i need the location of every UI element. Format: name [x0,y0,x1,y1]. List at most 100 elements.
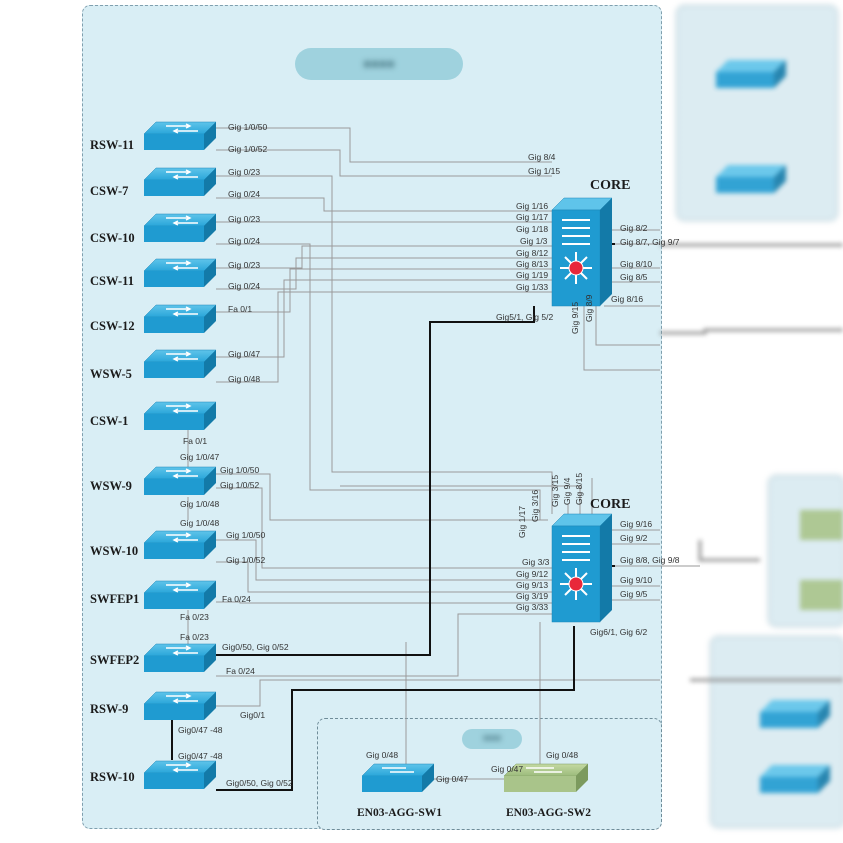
port-label: Gig 1/0/52 [228,144,267,154]
gray-link [216,487,552,569]
core-top-title: CORE [590,178,630,193]
core-port-label: Gig 8/15 [574,473,584,505]
right-green-device-1 [800,510,843,540]
access-port-labels: Gig 1/0/50 Gig 1/0/52 Gig 0/23 Gig 0/24 … [178,122,293,788]
core-port-label: Gig 8/10 [620,259,652,269]
gray-link [216,539,552,581]
gray-link [216,291,552,383]
core-port-label: Gig 1/3 [520,236,548,246]
core-port-label: Gig 8/9 [584,294,594,322]
core-port-label: Gig 8/4 [528,152,556,162]
core-port-label: Gig 8/8, Gig 9/8 [620,555,680,565]
switch-name-csw-12: CSW-12 [90,319,135,333]
agg-switch-2 [503,763,589,792]
core-port-label: Gig 9/16 [620,519,652,529]
core-port-label: Gig 9/10 [620,575,652,585]
port-label: Gig0/50, Gig 0/52 [222,642,289,652]
core-port-label: Gig 9/5 [620,589,648,599]
black-links [171,243,615,791]
right-switch-1 [716,60,786,88]
switch-icon-csw-12 [143,304,217,333]
port-label: Gig 0/24 [228,281,260,291]
gray-link [216,613,552,677]
switch-icon-wsw-10 [143,530,217,559]
gray-link [216,279,552,358]
core-port-label: Gig 1/33 [516,282,548,292]
port-label: Gig 1/0/50 [220,465,259,475]
core-port-label: Gig 3/3 [522,557,550,567]
port-label: Fa 0/23 [180,612,209,622]
port-label: Gig 1/0/50 [226,530,265,540]
blurred-label-text: ■■■■ [363,56,395,71]
core-port-label: Gig 1/18 [516,224,548,234]
core-port-label: Gig 9/15 [570,302,580,334]
core-port-label: Gig 1/16 [516,201,548,211]
switch-name-wsw-10: WSW-10 [90,544,138,558]
core-port-label: Gig 8/2 [620,223,648,233]
gray-link [216,127,552,163]
switch-icon-wsw-5 [143,349,217,378]
port-label: Gig 1/0/52 [226,555,265,565]
core-port-label: Gig5/1, Gig 5/2 [496,312,553,322]
core-port-label: Gig 9/2 [620,533,648,543]
core-port-label: Gig6/1, Gig 6/2 [590,627,647,637]
core-port-label: Gig 8/16 [611,294,643,304]
port-label: Gig 1/0/47 [180,452,219,462]
gray-link [216,473,548,521]
agg-switch-1-name: EN03-AGG-SW1 [357,807,442,819]
core-port-label: Gig 1/17 [516,212,548,222]
core-port-label: Gig 8/13 [516,259,548,269]
core-port-label: Gig 3/33 [516,602,548,612]
port-label: Gig0/47 -48 [178,725,223,735]
core-switch-top [551,197,613,307]
port-label: Gig 1/0/48 [180,518,219,528]
right-switch-4 [760,765,830,793]
gray-link [216,561,552,593]
switch-name-csw-7: CSW-7 [90,184,128,198]
core-port-label: Gig 9/12 [516,569,548,579]
port-label: Gig0/50, Gig 0/52 [226,778,293,788]
switch-icon-rsw-11 [143,121,217,150]
switch-icon-rsw-10 [143,760,217,789]
gray-link [216,257,552,290]
port-label: Gig 0/24 [228,189,260,199]
switch-name-wsw-5: WSW-5 [90,367,132,381]
switch-icon-csw-1 [143,401,217,430]
port-label: Gig 1/0/48 [180,499,219,509]
core-port-label: Gig 9/13 [516,580,548,590]
core-port-label: Gig 8/12 [516,248,548,258]
port-label: Gig 0/24 [228,236,260,246]
port-label: Gig 0/23 [228,260,260,270]
switch-name-csw-1: CSW-1 [90,414,128,428]
switch-icon-wsw-9 [143,466,217,495]
switch-name-swfep1: SWFEP1 [90,592,139,606]
core-switch-bottom [551,513,613,623]
core-top-port-labels: Gig 8/4 Gig 1/15 Gig 1/16 Gig 1/17 Gig 1… [496,152,680,334]
core-port-label: Gig 8/5 [620,272,648,282]
switch-icon-csw-7 [143,167,217,196]
switch-icon-csw-10 [143,213,217,242]
core-bottom-title: CORE [590,497,630,512]
right-switch-3 [760,700,830,728]
port-label: Gig 0/47 [228,349,260,359]
agg-port-label: Gig 0/47 [491,764,523,774]
switch-name-csw-11: CSW-11 [90,274,134,288]
agg-port-label: Gig 0/48 [366,750,398,760]
port-label: Gig0/1 [240,710,265,720]
port-label: Gig0/47 -48 [178,751,223,761]
gray-link [604,229,660,307]
black-link [216,626,575,791]
core-port-label: Gig 9/4 [562,477,572,505]
gray-link [216,268,552,313]
gray-link [340,478,593,514]
right-switch-2 [716,165,786,193]
port-label: Gig 1/0/50 [228,122,267,132]
blurred-label-text: ■■■ [482,733,502,744]
port-label: Fa 0/1 [228,304,252,314]
port-label: Gig 0/48 [228,374,260,384]
gray-link [216,243,541,520]
gray-links [187,127,700,780]
right-blurred-devices [660,60,843,793]
